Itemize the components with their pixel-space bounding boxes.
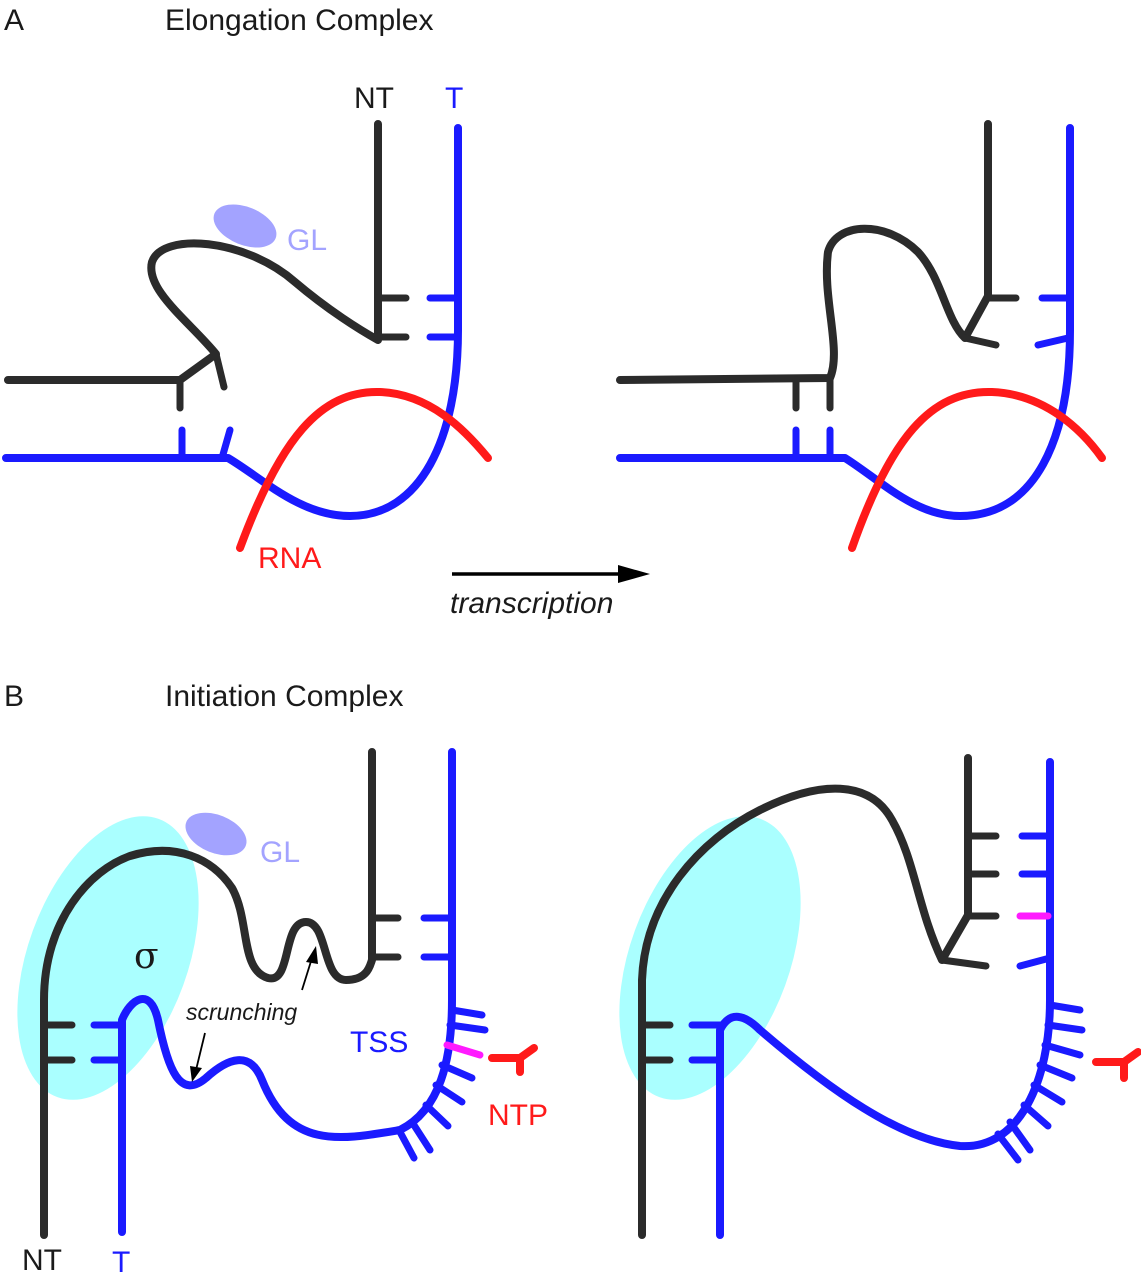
ntp-molecule	[488, 1044, 538, 1076]
t-base	[396, 1128, 418, 1162]
nt-base	[961, 334, 1000, 349]
scrunching-arrowhead	[306, 946, 318, 964]
t-base	[446, 1021, 489, 1034]
t-base	[432, 1081, 466, 1106]
gl-blob	[185, 812, 247, 856]
sigma-label: σ	[134, 936, 159, 977]
transcription-label: transcription	[450, 587, 613, 620]
scrunching-arrow	[301, 957, 313, 991]
t-strand-label: T	[112, 1246, 130, 1279]
initiation-complex-after	[619, 754, 1141, 1239]
panel-b: B Initiation Complex GL σ	[4, 680, 1141, 1279]
ntp-label: NTP	[488, 1099, 548, 1132]
transcription-arrow: transcription	[450, 565, 650, 620]
scrunching-arrow	[195, 1032, 206, 1071]
panel-a: A Elongation Complex NT T GL RNA tran	[2, 4, 1106, 620]
elongation-complex-before: NT T GL RNA	[2, 82, 492, 575]
t-base	[1030, 1081, 1066, 1106]
t-base	[1034, 334, 1072, 349]
nt-strand	[4, 120, 382, 384]
t-base	[408, 1118, 434, 1154]
rna-label: RNA	[258, 542, 321, 575]
scrunching-label: scrunching	[186, 999, 297, 1025]
t-base	[1006, 1118, 1034, 1154]
t-base	[438, 1061, 476, 1082]
rna-transcript	[848, 387, 1106, 552]
panel-a-title: Elongation Complex	[165, 4, 434, 37]
t-base	[1044, 1021, 1086, 1034]
t-base	[1041, 1041, 1084, 1059]
sigma-factor-blob	[17, 816, 199, 1100]
nt-strand-label: NT	[354, 82, 394, 115]
t-base	[1036, 1061, 1076, 1082]
nt-strand-label: NT	[22, 1244, 62, 1277]
panel-b-letter: B	[4, 680, 24, 713]
t-base	[1046, 1001, 1084, 1014]
t-strand	[2, 124, 462, 520]
t-base	[1020, 1101, 1052, 1130]
t-base	[218, 426, 234, 462]
gl-blob	[213, 204, 277, 248]
gl-label: GL	[287, 224, 327, 257]
initiation-complex-before: GL σ TSS NTP	[17, 748, 548, 1279]
tss-base-pair	[443, 1041, 484, 1059]
tss-label: TSS	[350, 1026, 408, 1059]
t-base	[994, 1130, 1022, 1164]
nt-base	[938, 956, 990, 970]
ntp-molecule	[1092, 1048, 1141, 1082]
scrunching-arrowhead	[190, 1066, 202, 1082]
nt-base	[212, 350, 228, 391]
t-base	[1016, 954, 1054, 970]
panel-a-letter: A	[4, 4, 24, 37]
elongation-complex-after	[616, 120, 1106, 552]
nt-strand	[40, 748, 376, 1239]
nt-strand	[638, 754, 972, 1239]
nt-strand	[616, 120, 992, 384]
rna-transcript	[236, 387, 492, 552]
t-base	[422, 1101, 452, 1130]
t-strand-label: T	[445, 82, 463, 115]
panel-b-title: Initiation Complex	[165, 680, 403, 713]
gl-label: GL	[260, 836, 300, 869]
t-strand	[616, 124, 1074, 520]
t-base	[448, 1006, 486, 1019]
